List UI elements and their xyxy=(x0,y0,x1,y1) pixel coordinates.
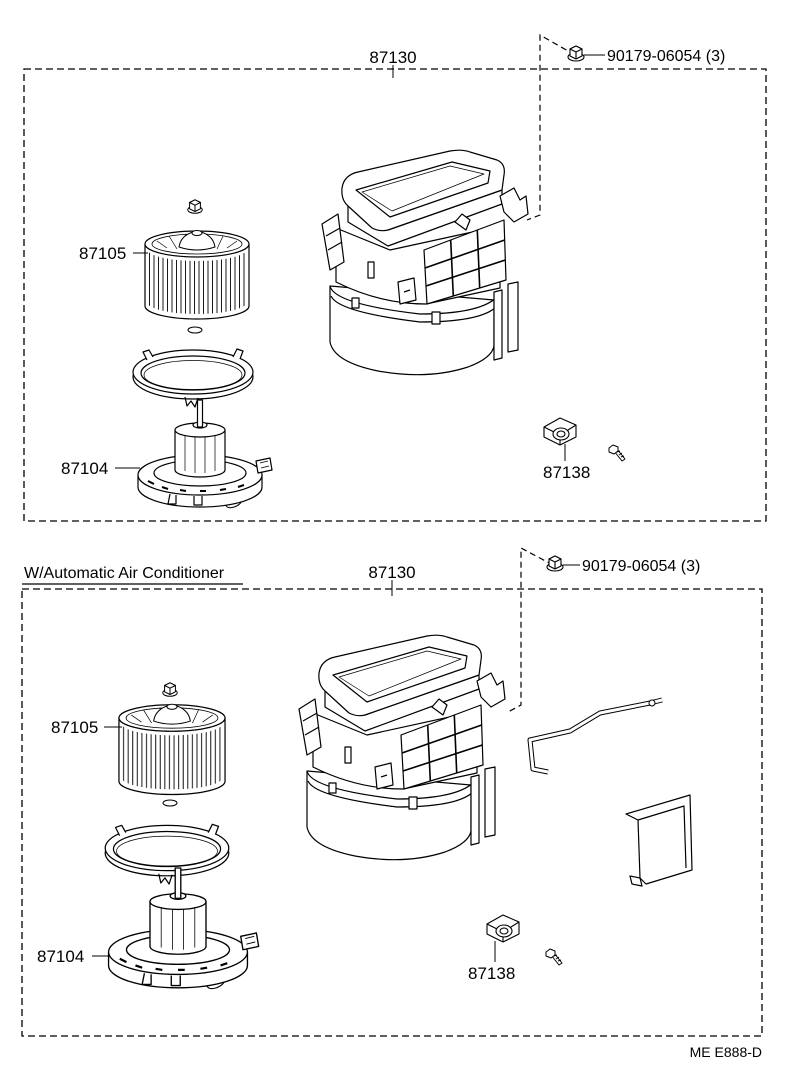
hex-nut-icon xyxy=(546,555,564,572)
blower-motor-icon xyxy=(138,400,272,507)
motor-part-number: 87104 xyxy=(37,947,84,966)
resistor-part-number: 87138 xyxy=(468,964,515,983)
assembly-boundary-box xyxy=(23,68,767,522)
gasket-ring-icon xyxy=(104,823,230,885)
section-automatic-ac: W/Automatic Air Conditioner 87130 90179 xyxy=(21,547,763,1037)
assembly-part-number: 87130 xyxy=(368,563,415,582)
resistor-screw-icon xyxy=(545,948,563,966)
illustration-code: ME E888-D xyxy=(690,1044,762,1060)
blower-case-icon xyxy=(298,634,506,861)
fan-washer-icon xyxy=(162,799,178,807)
blower-case-icon xyxy=(321,149,529,376)
resistor-part-number: 87138 xyxy=(543,463,590,482)
fan-nut-icon xyxy=(187,199,203,214)
section-standard: 87130 90179-06054 (3) 87105 87104 87138 xyxy=(23,33,767,522)
blower-fan-icon xyxy=(144,229,250,320)
motor-part-number: 87104 xyxy=(61,459,108,478)
nut-dashed-leader xyxy=(526,33,576,221)
fan-part-number: 87105 xyxy=(79,244,126,263)
nut-part-number: 90179-06054 (3) xyxy=(607,48,725,65)
assembly-part-number: 87130 xyxy=(369,48,416,67)
blower-resistor-icon xyxy=(486,914,520,943)
blower-resistor-icon xyxy=(543,417,577,446)
fan-washer-icon xyxy=(187,326,203,334)
mounting-bracket-icon xyxy=(625,794,693,887)
blower-motor-icon xyxy=(109,868,259,988)
control-rod-icon xyxy=(527,697,663,775)
blower-fan-icon xyxy=(118,703,226,796)
nut-dashed-leader xyxy=(507,547,554,713)
section-heading: W/Automatic Air Conditioner xyxy=(24,565,225,582)
gasket-ring-icon xyxy=(132,348,254,408)
resistor-screw-icon xyxy=(608,444,626,462)
nut-part-number: 90179-06054 (3) xyxy=(582,558,700,575)
hex-nut-icon xyxy=(567,45,585,62)
fan-nut-icon xyxy=(162,682,178,697)
fan-part-number: 87105 xyxy=(51,718,98,737)
